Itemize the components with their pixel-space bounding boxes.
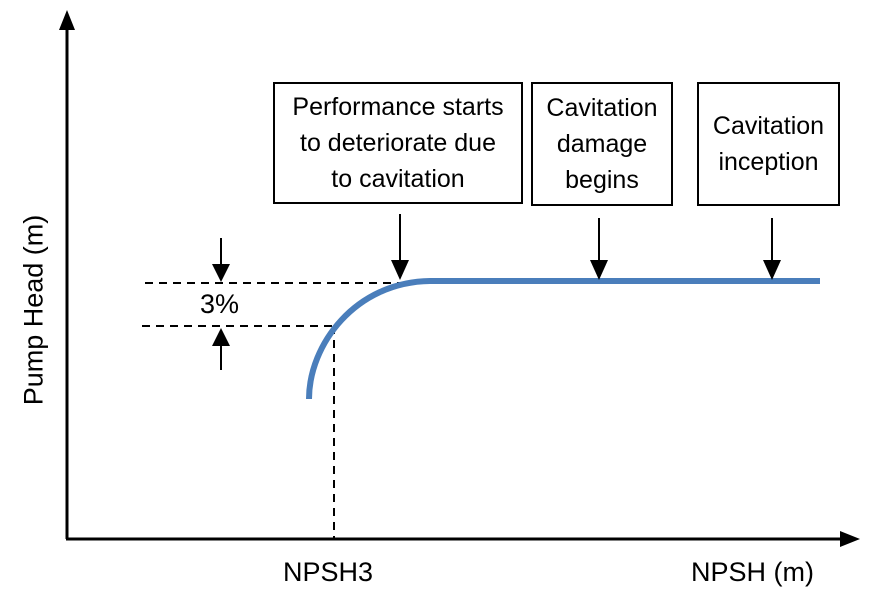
callout-line: to deteriorate due [300, 129, 496, 157]
callout-arrow-damage-head [590, 260, 608, 280]
drop-arrow-up-head [212, 328, 230, 346]
callout-cavitation-inception: Cavitation inception [697, 82, 840, 206]
x-axis-arrowhead [840, 531, 860, 547]
y-axis-title: Pump Head (m) [18, 214, 49, 406]
callout-line: inception [718, 148, 819, 176]
callout-cavitation-damage: Cavitation damage begins [531, 82, 673, 206]
callout-line: damage [556, 130, 648, 158]
drop-arrow-down-head [212, 264, 230, 282]
callout-arrow-performance-head [391, 260, 409, 280]
x-axis-title: NPSH (m) [691, 557, 814, 587]
y-axis-arrowhead [59, 10, 75, 30]
npsh3-label: NPSH3 [283, 557, 374, 587]
head-drop-label: 3% [200, 289, 240, 319]
pump-head-curve [306, 278, 820, 400]
callout-line: Cavitation [546, 94, 658, 122]
callout-line: Performance starts [292, 93, 504, 121]
callout-arrow-inception-head [763, 260, 781, 280]
callout-line: to cavitation [331, 165, 465, 193]
callout-line: Cavitation [712, 112, 825, 140]
callout-performance-deterioration: Performance starts to deteriorate due to… [273, 82, 523, 204]
callout-line: begins [565, 166, 639, 194]
